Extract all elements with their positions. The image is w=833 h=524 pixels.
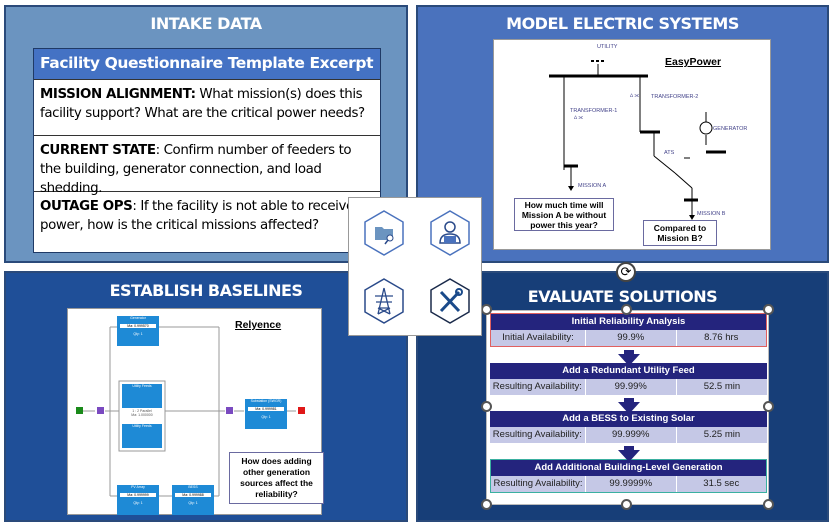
questionnaire-card: Facility Questionnaire Template Excerpt …	[33, 48, 381, 253]
folder-search-icon	[364, 210, 404, 256]
mission-a-label: MISSION A	[578, 183, 607, 189]
step-utility-feed: Add a Redundant Utility Feed Resulting A…	[490, 363, 767, 395]
icon-panel	[348, 197, 482, 336]
resize-handle[interactable]	[763, 401, 774, 412]
transmission-tower-icon	[364, 278, 404, 324]
model-title: MODEL ELECTRIC SYSTEMS	[506, 14, 739, 33]
easypower-label: EasyPower	[665, 56, 722, 68]
step-row: Initial Availability:99.9%8.76 hrs	[491, 330, 766, 346]
generator-label: GENERATOR	[713, 126, 748, 132]
rotate-handle-icon[interactable]: ⟳	[616, 262, 636, 282]
transformer-symbol: ∆ ⫘	[574, 115, 583, 121]
step-heading: Add a BESS to Existing Solar	[490, 411, 767, 427]
utility-feed-block-2[interactable]: Utility Feeds	[122, 424, 162, 448]
results-table: Initial Reliability Analysis Initial Ava…	[490, 313, 767, 493]
step-row: Resulting Availability:99.99%52.5 min	[490, 379, 767, 395]
evaluate-title: EVALUATE SOLUTIONS	[527, 287, 718, 306]
down-arrow-icon	[490, 395, 767, 414]
relyence-label: Relyence	[235, 319, 282, 331]
question-mission-a: How much time will Mission A be without …	[514, 198, 614, 231]
resize-handle[interactable]	[621, 499, 632, 510]
resize-handle[interactable]	[763, 499, 774, 510]
split-node	[97, 407, 104, 414]
utility-feed-block-1[interactable]: Utility Feeds	[122, 384, 162, 408]
step-bess: Add a BESS to Existing Solar Resulting A…	[490, 411, 767, 443]
transformer-1-label: TRANSFORMER-1	[570, 108, 618, 114]
down-arrow-icon	[490, 443, 767, 462]
start-node	[76, 407, 83, 414]
ats-label: ATS	[664, 150, 675, 156]
resize-handle[interactable]	[481, 304, 492, 315]
step-building-generation: Add Additional Building-Level Generation…	[490, 459, 767, 493]
step-row: Resulting Availability:99.999%5.25 min	[490, 427, 767, 443]
step-row: Resulting Availability:99.9999%31.5 sec	[491, 476, 766, 492]
join-node	[226, 407, 233, 414]
resize-handle[interactable]	[621, 304, 632, 315]
mission-b-arrow	[689, 215, 695, 220]
step-heading: Add a Redundant Utility Feed	[490, 363, 767, 379]
resize-handle[interactable]	[481, 401, 492, 412]
questionnaire-title: Facility Questionnaire Template Excerpt	[34, 49, 380, 79]
step-initial: Initial Reliability Analysis Initial Ava…	[490, 313, 767, 347]
mission-b-label: MISSION B	[697, 211, 726, 217]
transformer-2-label: TRANSFORMER-2	[651, 94, 699, 100]
baselines-title: ESTABLISH BASELINES	[109, 281, 303, 300]
question-mission-alignment: MISSION ALIGNMENT: What mission(s) does …	[34, 79, 380, 135]
resize-handle[interactable]	[481, 499, 492, 510]
question-outage-ops: OUTAGE OPS: If the facility is not able …	[34, 191, 380, 247]
engineer-icon	[430, 210, 470, 256]
tools-icon	[430, 278, 470, 324]
question-generation-sources: How does adding other generation sources…	[229, 452, 324, 504]
mission-a-arrow	[568, 186, 574, 191]
end-node	[298, 407, 305, 414]
resize-handle[interactable]	[763, 304, 774, 315]
question-mission-b: Compared to Mission B?	[643, 220, 717, 246]
intake-title: INTAKE DATA	[150, 14, 262, 33]
one-line-diagram: ∆ ⫘ ∆ ⫘	[549, 60, 726, 220]
question-current-state: CURRENT STATE: Confirm number of feeders…	[34, 135, 380, 196]
svg-text:∆ ⫘: ∆ ⫘	[630, 93, 639, 99]
utility-label: UTILITY	[597, 44, 618, 50]
down-arrow-icon	[490, 347, 767, 366]
easypower-diagram: ∆ ⫘ ∆ ⫘ UTILITY EasyPower TRANSFORMER-1 …	[493, 39, 771, 250]
intake-data-panel: INTAKE DATA Facility Questionnaire Templ…	[4, 5, 408, 263]
step-heading: Initial Reliability Analysis	[491, 314, 766, 330]
step-heading: Add Additional Building-Level Generation	[491, 460, 766, 476]
